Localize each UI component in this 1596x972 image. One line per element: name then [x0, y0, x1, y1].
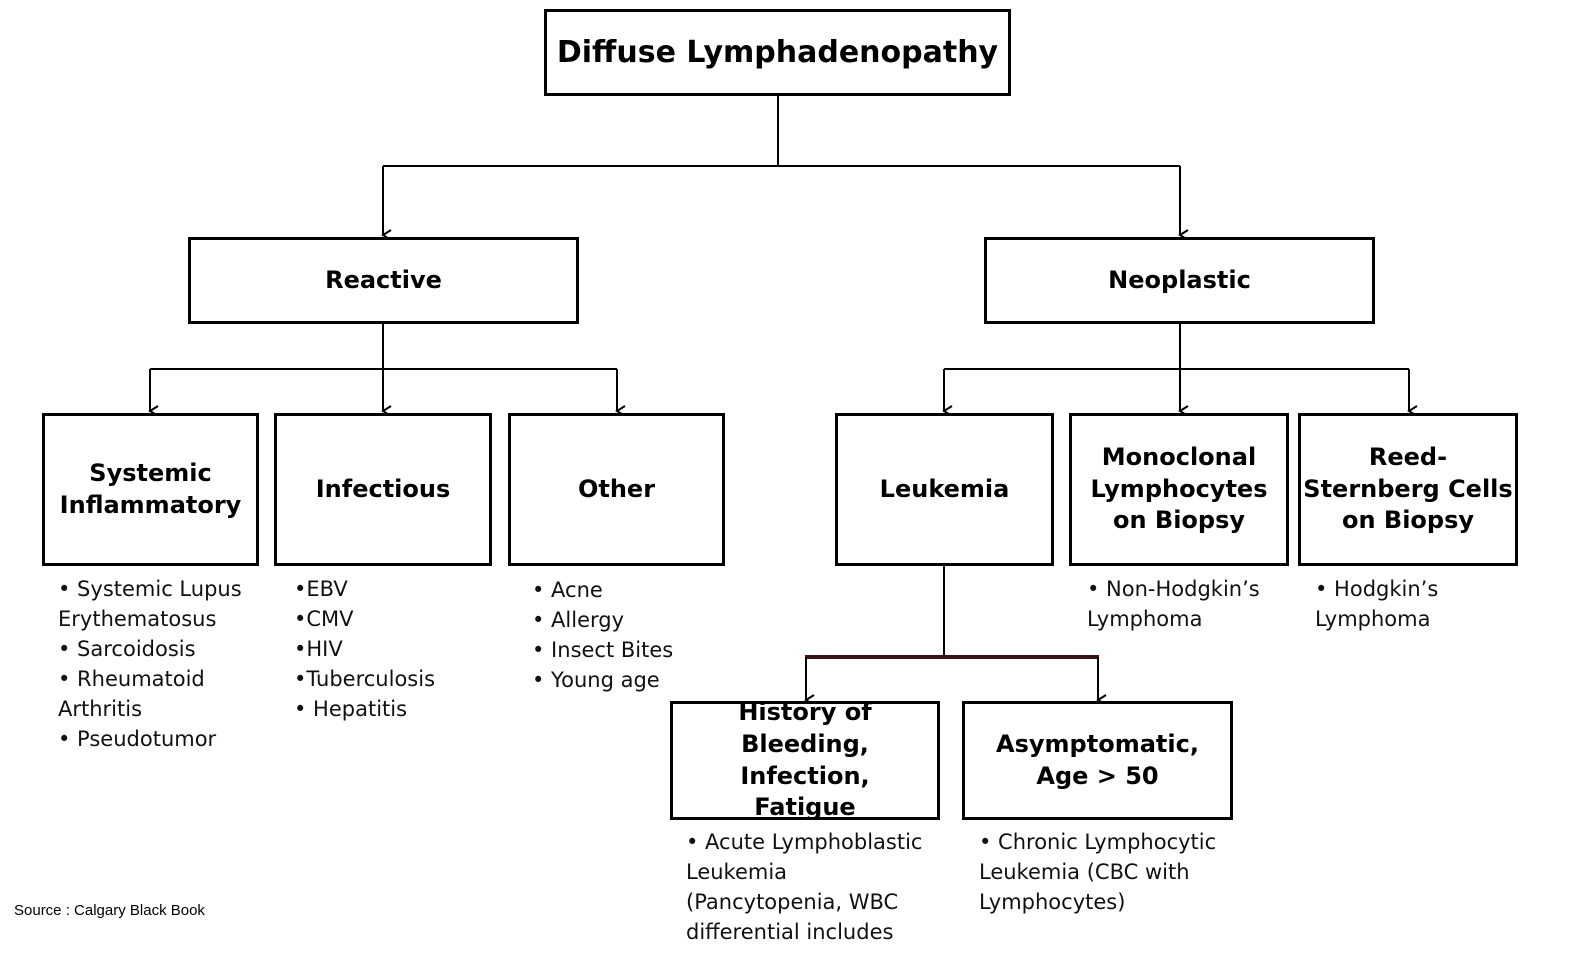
list-item: Lymphocytes) [979, 890, 1126, 914]
title-box: Diffuse Lymphadenopathy [544, 9, 1011, 96]
monoclonal-box: Monoclonal Lymphocytes on Biopsy [1069, 413, 1289, 566]
neoplastic-box: Neoplastic [984, 237, 1375, 324]
list-item: • Sarcoidosis [58, 637, 196, 661]
list-item: •CMV [294, 607, 354, 631]
list-item: • Acne [532, 578, 603, 602]
infectious-list: •EBV •CMV •HIV •Tuberculosis • Hepatitis [294, 574, 435, 724]
list-item: • Allergy [532, 608, 625, 632]
list-item: • Non-Hodgkin’s [1087, 577, 1260, 601]
box-label-line: Infectious [315, 474, 451, 503]
asymptomatic-box: Asymptomatic, Age > 50 [962, 701, 1233, 820]
list-item: • Hodgkin’s [1315, 577, 1439, 601]
list-item: •Tuberculosis [294, 667, 436, 691]
title-connector [381, 95, 1189, 241]
list-item: • Systemic Lupus [58, 577, 242, 601]
reed-sternberg-list: • Hodgkin’s Lymphoma [1315, 574, 1438, 634]
box-label-line: Age > 50 [1036, 761, 1159, 790]
systemic-inflammatory-list: • Systemic Lupus Erythematosus • Sarcoid… [58, 574, 242, 754]
box-label-line: on Biopsy [1112, 506, 1246, 535]
list-item: Erythematosus [58, 607, 217, 631]
neoplastic-connector [942, 323, 1418, 417]
history-list: • Acute Lymphoblastic Leukemia (Pancytop… [686, 827, 922, 947]
list-item: • Insect Bites [532, 638, 674, 662]
box-label-line: Asymptomatic, [996, 729, 1199, 758]
other-box: Other [508, 413, 725, 566]
list-item: •EBV [294, 577, 348, 601]
list-item: • Hepatitis [294, 697, 408, 721]
list-item: Leukemia (CBC with [979, 860, 1190, 884]
other-list: • Acne • Allergy • Insect Bites • Young … [532, 575, 673, 695]
list-item: • Acute Lymphoblastic [686, 830, 923, 854]
list-item: Leukemia [686, 860, 788, 884]
infectious-box: Infectious [274, 413, 492, 566]
asymptomatic-list: • Chronic Lymphocytic Leukemia (CBC with… [979, 827, 1216, 917]
leukemia-connector [804, 566, 1107, 706]
list-item: (Pancytopenia, WBC [686, 890, 899, 914]
list-item: • Chronic Lymphocytic [979, 830, 1217, 854]
list-item: • Rheumatoid [58, 667, 205, 691]
box-label-line: Monoclonal [1101, 442, 1257, 471]
systemic-inflammatory-box: Systemic Inflammatory [42, 413, 259, 566]
box-label-line: Leukemia [879, 474, 1010, 503]
box-label-line: Other [577, 474, 656, 503]
list-item: Arthritis [58, 697, 143, 721]
reactive-connector [148, 323, 626, 417]
list-item: Lymphoma [1315, 607, 1431, 631]
box-label-line: Fatigue [754, 793, 856, 822]
list-item: Lymphoma [1087, 607, 1203, 631]
list-item: • Young age [532, 668, 660, 692]
box-label-line: Reed- [1368, 442, 1448, 471]
monoclonal-list: • Non-Hodgkin’s Lymphoma [1087, 574, 1260, 634]
box-label-line: Systemic [89, 458, 212, 487]
list-item: •HIV [294, 637, 343, 661]
leukemia-box: Leukemia [835, 413, 1054, 566]
list-item: differential includes [686, 920, 894, 944]
neoplastic-label: Neoplastic [1108, 265, 1251, 294]
box-label-line: Lymphocytes [1090, 474, 1268, 503]
box-label-line: Inflammatory [59, 490, 242, 519]
title-text: Diffuse Lymphadenopathy [556, 34, 999, 70]
reactive-label: Reactive [325, 265, 442, 294]
box-label-line: Bleeding, Infection, [740, 729, 870, 790]
box-label-line: Sternberg Cells [1303, 474, 1513, 503]
box-label-line: History of [738, 698, 872, 727]
list-item: • Pseudotumor [58, 727, 217, 751]
history-box: History of Bleeding, Infection, Fatigue [670, 698, 940, 821]
source-caption: Source : Calgary Black Book [14, 902, 205, 919]
box-label-line: on Biopsy [1341, 506, 1475, 535]
reactive-box: Reactive [188, 237, 579, 324]
reed-sternberg-box: Reed- Sternberg Cells on Biopsy [1298, 413, 1518, 566]
